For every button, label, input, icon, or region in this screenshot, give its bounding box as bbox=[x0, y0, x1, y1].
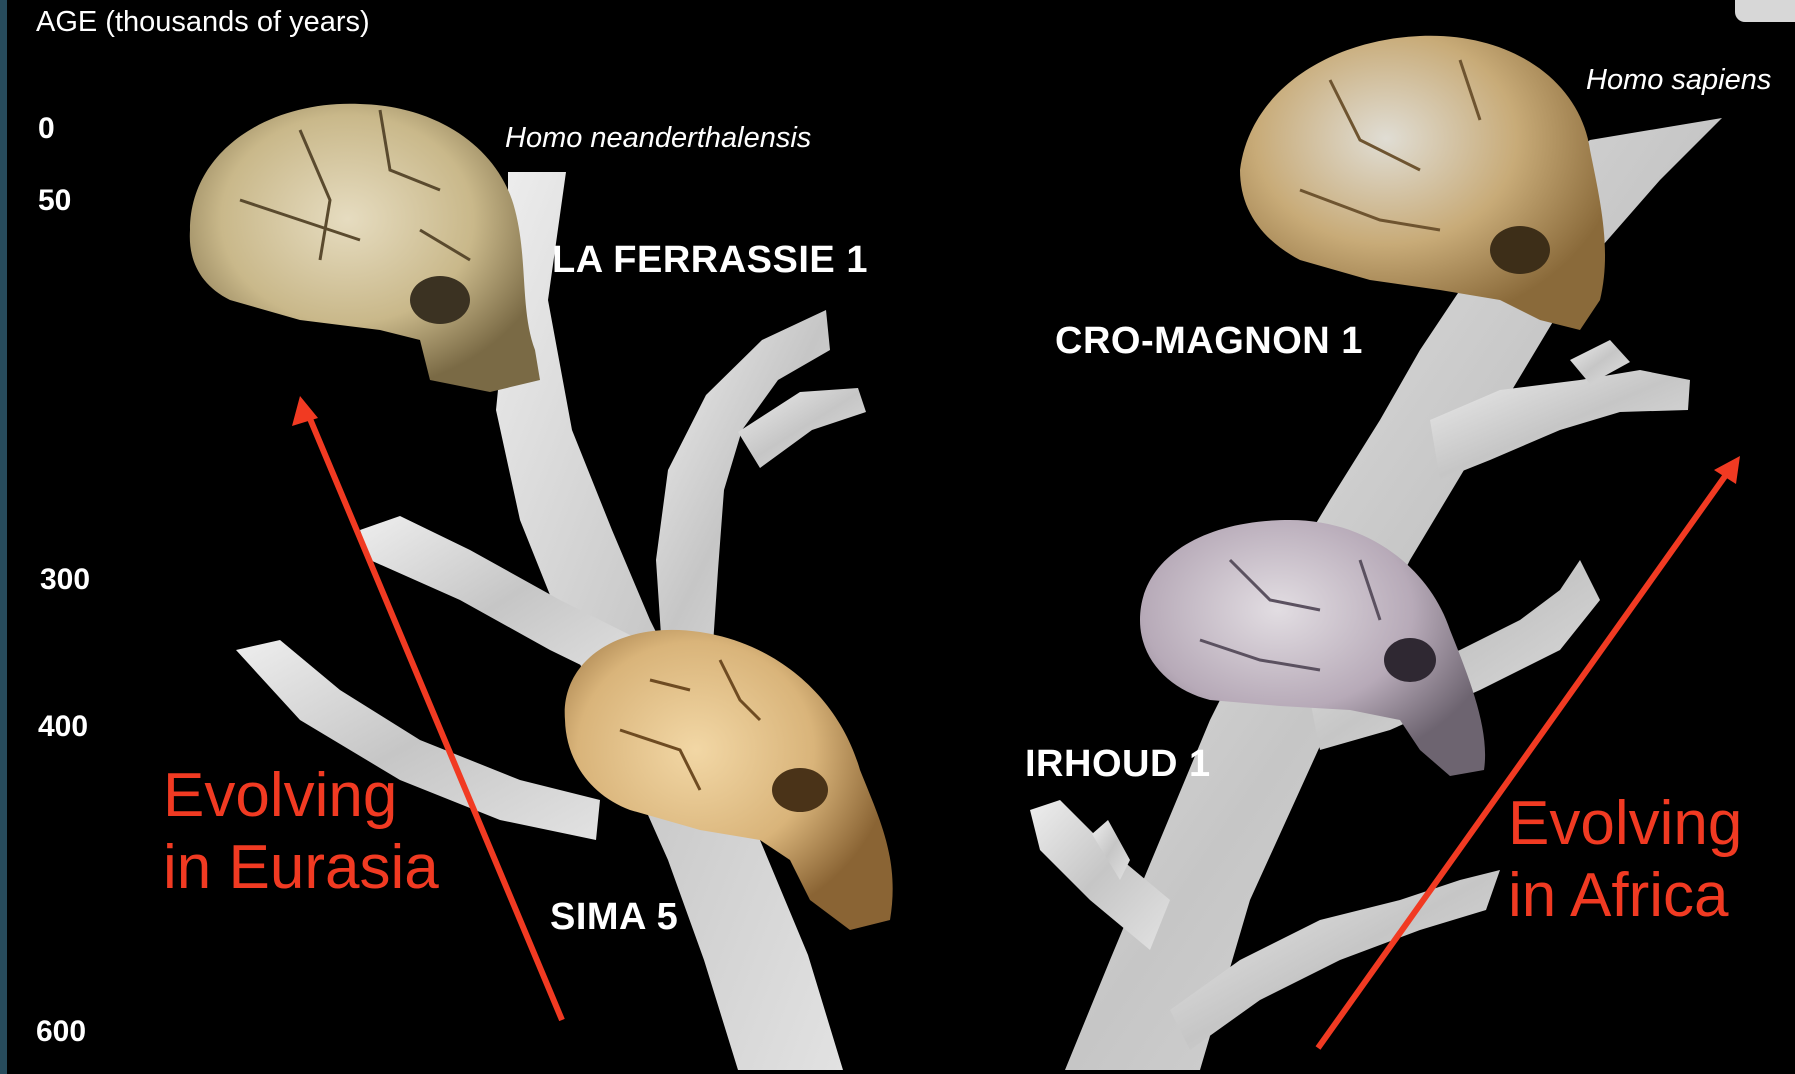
species-label-sapiens: Homo sapiens bbox=[1586, 64, 1771, 97]
caption-africa: Evolving in Africa bbox=[1508, 788, 1742, 932]
cro-magnon-skull bbox=[1240, 36, 1605, 330]
age-tick: 300 bbox=[40, 563, 90, 597]
age-tick: 50 bbox=[38, 184, 71, 218]
age-tick: 600 bbox=[36, 1015, 86, 1049]
age-tick: 0 bbox=[38, 112, 55, 146]
fossil-label-la-ferrassie: LA FERRASSIE 1 bbox=[552, 239, 868, 282]
la-ferrassie-skull bbox=[190, 104, 540, 392]
caption-africa-line2: in Africa bbox=[1508, 860, 1742, 932]
caption-eurasia-line2: in Eurasia bbox=[163, 832, 439, 904]
caption-eurasia-line1: Evolving bbox=[163, 760, 439, 832]
caption-africa-line1: Evolving bbox=[1508, 788, 1742, 860]
caption-eurasia: Evolving in Eurasia bbox=[163, 760, 439, 904]
eurasia-right-branch bbox=[656, 310, 830, 660]
fossil-label-sima-5: SIMA 5 bbox=[550, 896, 678, 939]
species-label-neanderthalensis: Homo neanderthalensis bbox=[505, 122, 811, 155]
fossil-label-cro-magnon: CRO-MAGNON 1 bbox=[1055, 320, 1363, 363]
axis-title: AGE (thousands of years) bbox=[36, 6, 370, 39]
fossil-label-irhoud: IRHOUD 1 bbox=[1025, 743, 1211, 786]
age-tick: 400 bbox=[38, 710, 88, 744]
